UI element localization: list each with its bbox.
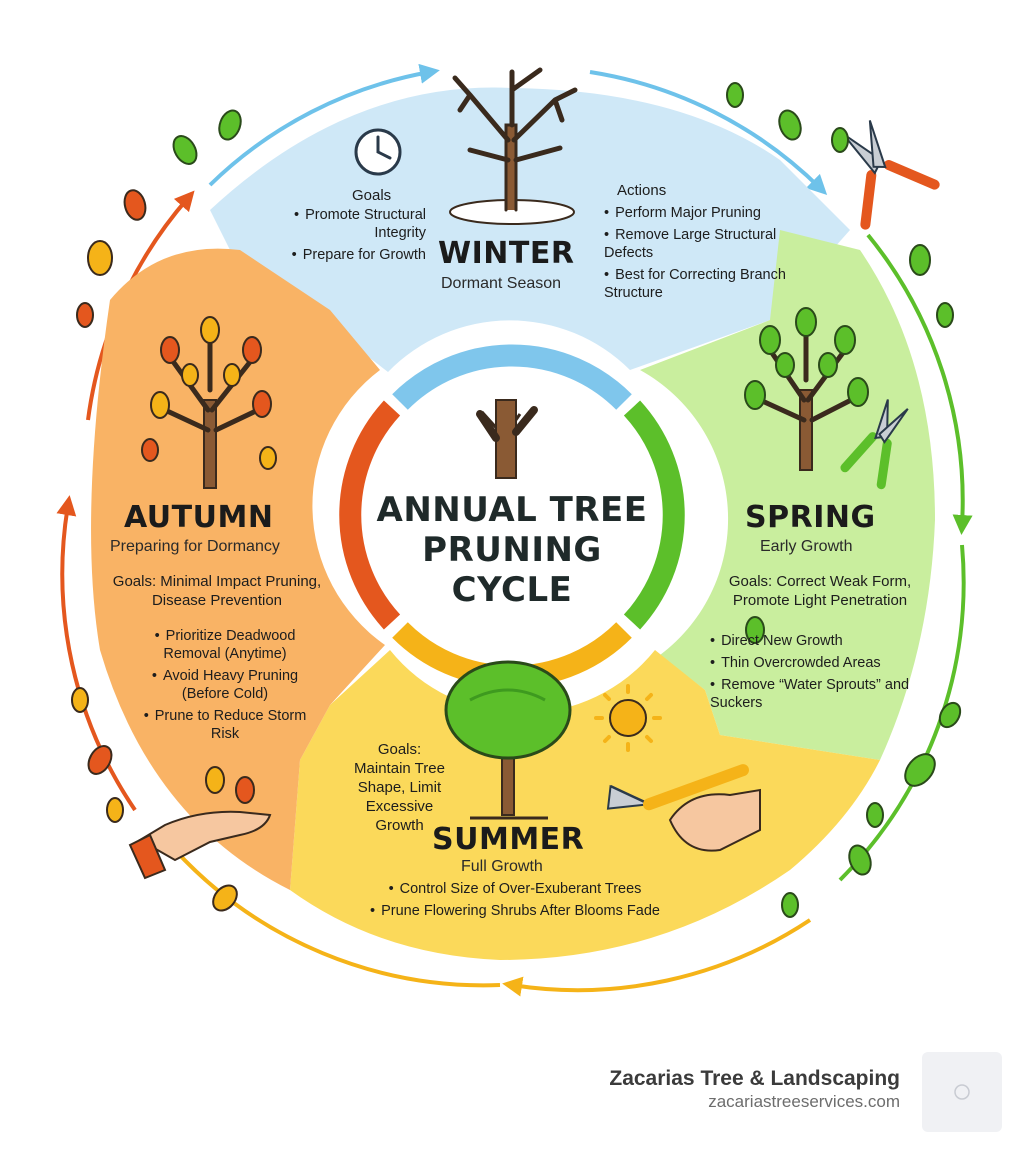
winter-action-item: Best for Correcting Branch Structure [604,266,794,302]
spring-title: SPRING [745,500,876,535]
winter-arrow-icon [208,63,440,187]
winter-goals-list: Promote Structural Integrity Prepare for… [266,206,426,268]
autumn-goals: Goals: Minimal Impact Pruning, Disease P… [112,573,322,609]
autumn-arrow-icon [56,495,137,812]
winter-subtitle: Dormant Season [441,275,562,292]
spring-action-item: Thin Overcrowded Areas [710,654,910,672]
bare-tree-icon [449,67,578,225]
clock-icon [354,128,402,176]
summer-goals: Goals: Maintain Tree Shape, Limit Excess… [354,741,445,834]
summer-action-item: Control Size of Over-Exuberant Trees [360,880,670,898]
pruning-shears-icon [840,399,909,490]
company-logo [922,1052,1002,1132]
spring-action-item: Remove “Water Sprouts” and Suckers [710,676,910,712]
winter-goal-item: Prepare for Growth [266,246,426,264]
autumn-ring-segment [339,400,401,630]
summer-subtitle: Full Growth [461,858,543,875]
logo-icon [954,1084,970,1100]
cycle-title-line: CYCLE [451,570,573,610]
autumn-title: AUTUMN [124,500,274,535]
spring-goals: Goals: Correct Weak Form, Promote Light … [728,573,912,609]
spring-subtitle: Early Growth [760,538,853,555]
winter-title: WINTER [438,236,575,271]
autumn-action-item: Prioritize Deadwood Removal (Anytime) [130,627,320,663]
summer-action-item: Prune Flowering Shrubs After Blooms Fade [360,902,670,920]
winter-action-item: Remove Large Structural Defects [604,226,794,262]
summer-tree-icon [444,660,572,820]
summer-arrow-icon [502,918,812,997]
trunk-icon [476,399,538,479]
cycle-title: ANNUAL TREE PRUNING CYCLE [362,490,662,610]
spring-actions-list: Direct New Growth Thin Overcrowded Areas… [710,632,910,716]
cycle-title-line: PRUNING [422,530,602,570]
spring-arrow-icon [866,233,973,535]
winter-ring-segment [392,344,632,410]
autumn-actions-list: Prioritize Deadwood Removal (Anytime) Av… [130,627,320,747]
leafy-tree-icon [744,307,869,471]
winter-actions-heading: Actions [617,182,667,199]
summer-actions-list: Control Size of Over-Exuberant Trees Pru… [360,880,670,924]
autumn-subtitle: Preparing for Dormancy [110,538,280,555]
spring-ring-segment [623,400,685,630]
hand-icon [668,788,761,852]
winter-goal-item: Promote Structural Integrity [266,206,426,242]
cycle-title-line: ANNUAL TREE [376,490,648,530]
autumn-tree-icon [141,316,277,489]
footer-company-name: Zacarias Tree & Landscaping [609,1067,900,1090]
winter-actions-list: Perform Major Pruning Remove Large Struc… [604,204,794,306]
pruning-shears-icon [842,120,940,230]
spring-arrow-icon [838,544,966,882]
winter-goals-heading: Goals [352,187,392,204]
pruning-shears-icon [606,764,749,811]
summer-arrow-icon [173,848,501,988]
summer-title: SUMMER [432,822,585,857]
leaf-icon [172,82,962,918]
sun-icon [594,684,662,752]
autumn-action-item: Prune to Reduce Storm Risk [130,707,320,743]
autumn-action-item: Avoid Heavy Pruning (Before Cold) [130,667,320,703]
spring-action-item: Direct New Growth [710,632,910,650]
leaf-icon [71,189,255,912]
winter-arrow-icon [589,70,828,196]
spring-panel [640,230,935,760]
winter-action-item: Perform Major Pruning [604,204,794,222]
hand-icon [128,810,272,880]
footer-url[interactable]: zacariastreeservices.com [708,1092,900,1111]
